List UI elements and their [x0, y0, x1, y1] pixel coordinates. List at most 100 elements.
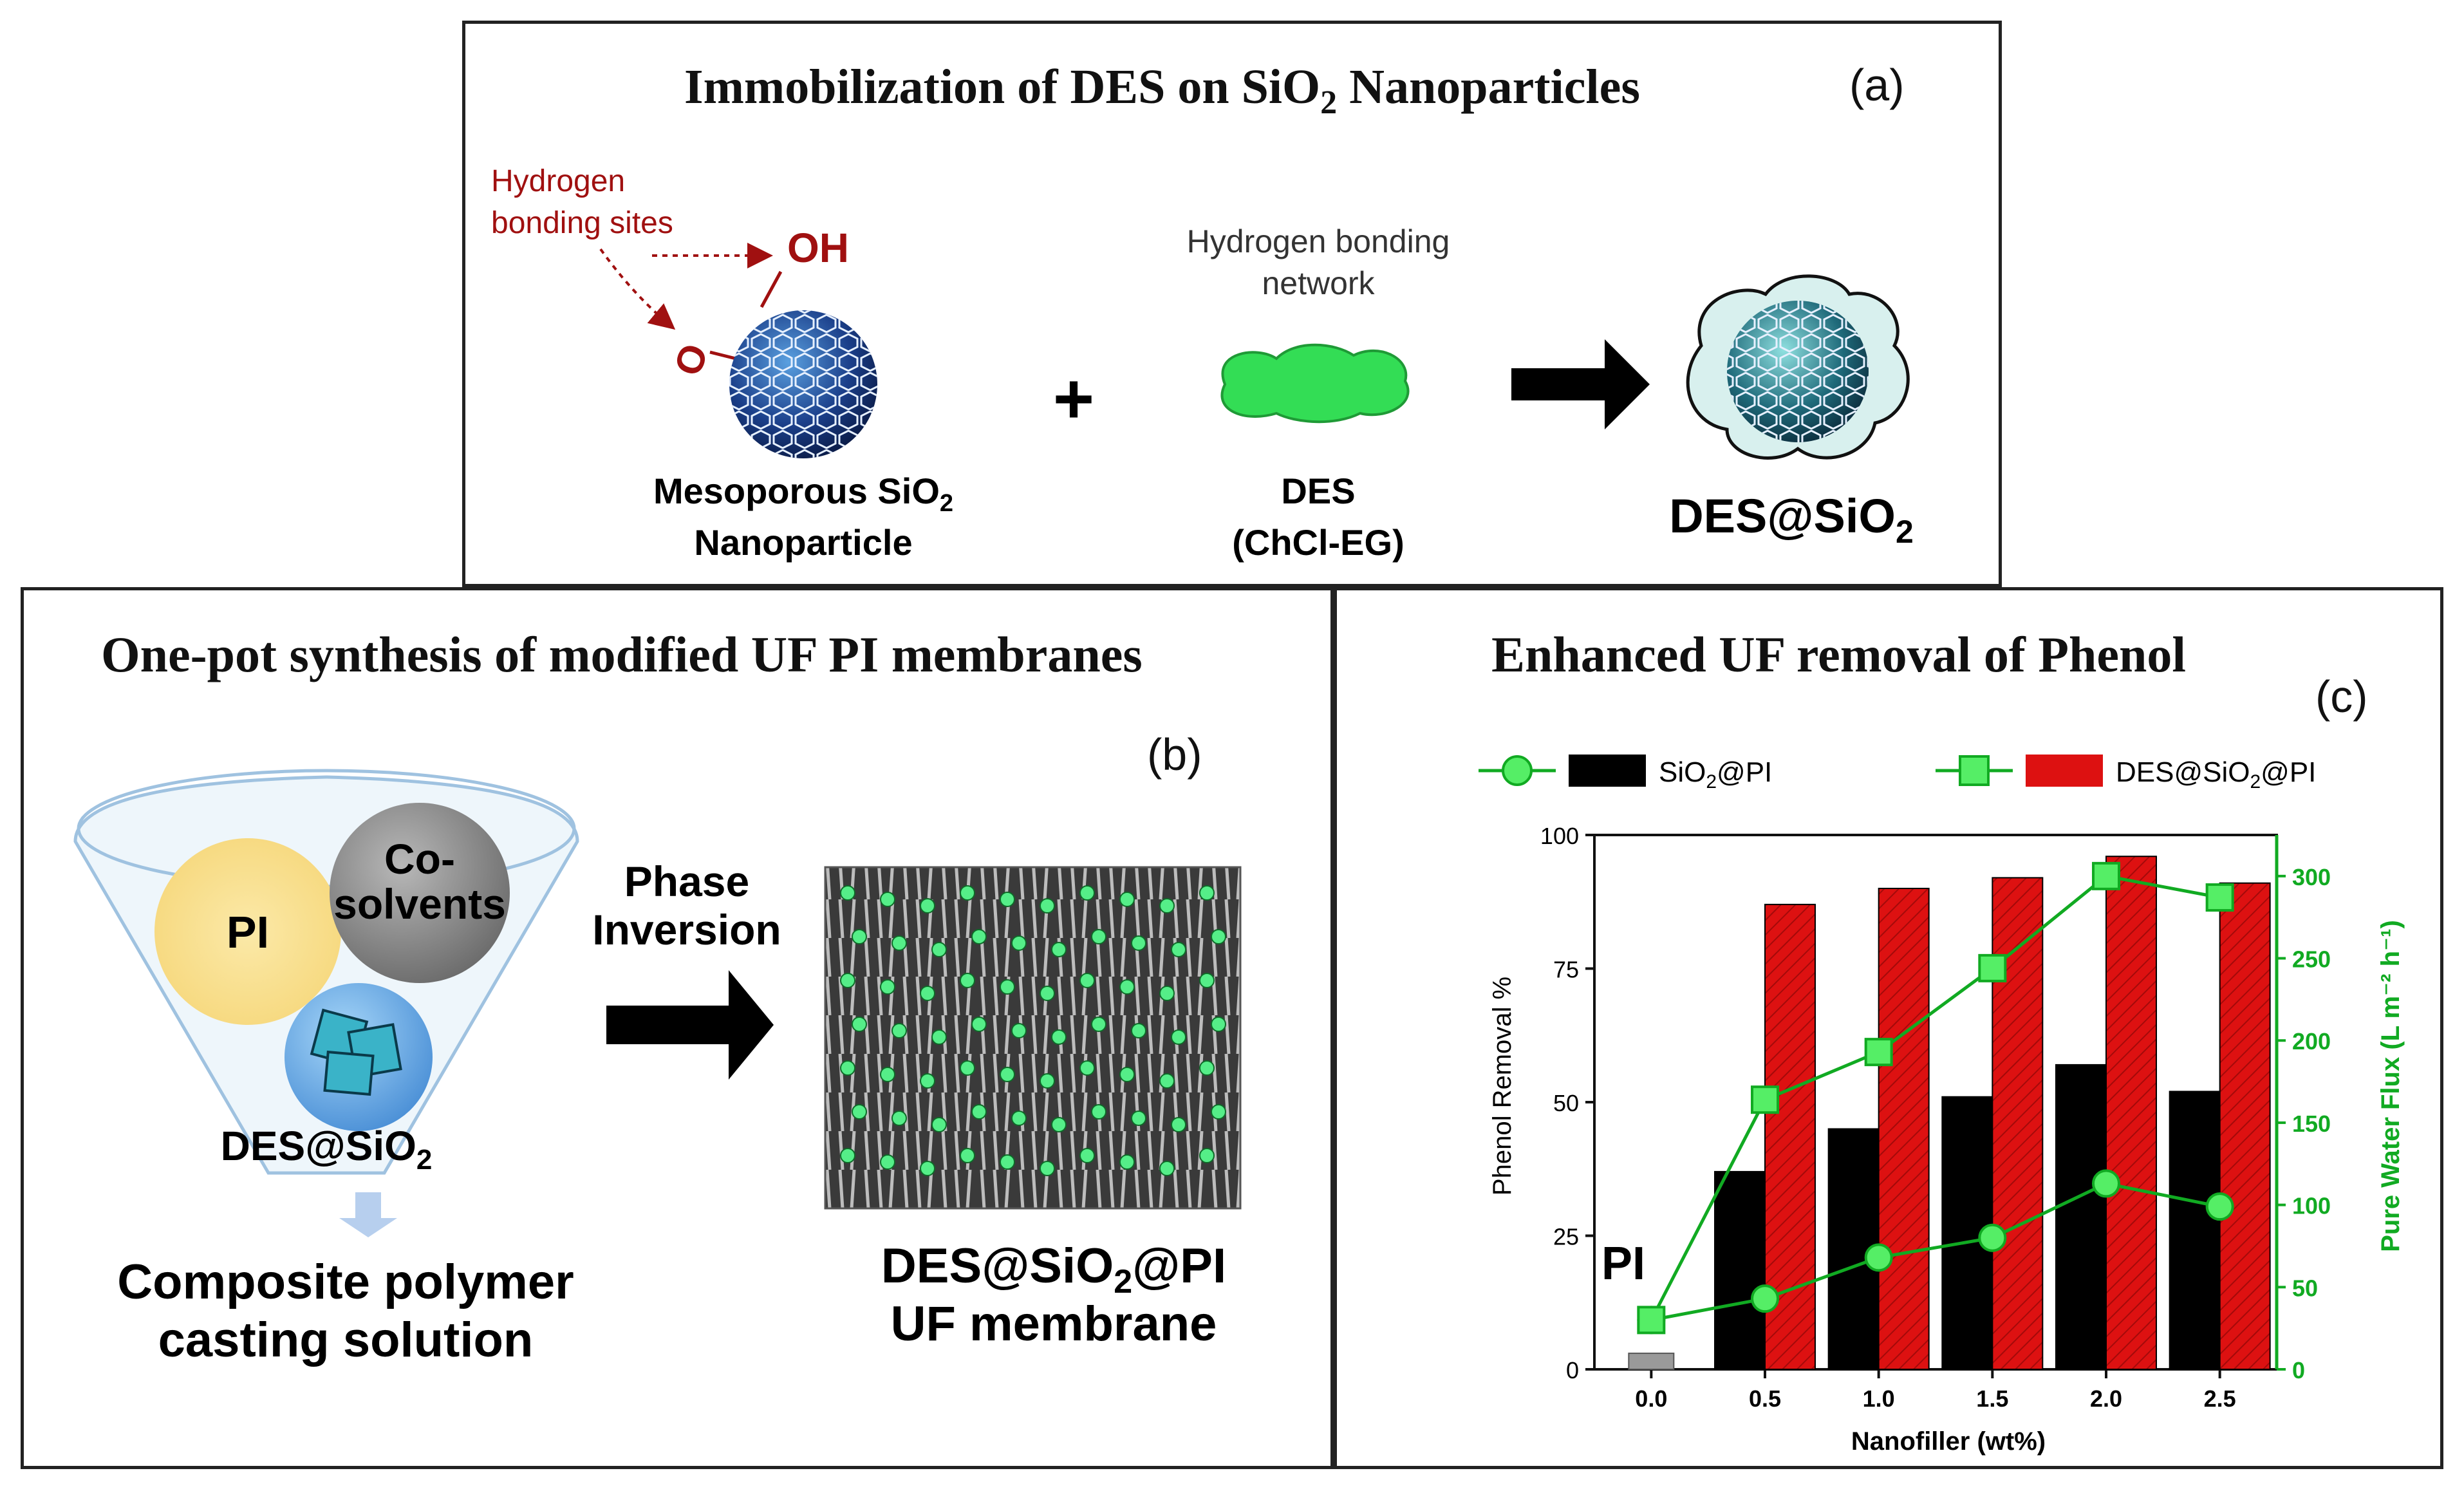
membrane-particle-dot — [920, 986, 935, 1001]
membrane-particle-dot — [920, 898, 935, 914]
panel-b-tag: (b) — [1147, 729, 1202, 780]
y-tick-label: 75 — [1553, 957, 1579, 983]
panel-b-title: One-pot synthesis of modified UF PI memb… — [101, 626, 1143, 682]
legend: SiO2@PI DES@SiO2@PI — [1479, 755, 2316, 792]
membrane-particle-dot — [1091, 929, 1106, 944]
funnel-pi-label: PI — [227, 907, 269, 957]
hb-arrow-to-o — [599, 248, 676, 330]
membrane-particle-dot — [852, 1104, 867, 1120]
membrane-particle-dot — [1159, 898, 1175, 914]
bond-line-o — [709, 350, 736, 361]
membrane-particle-dot — [1000, 1154, 1015, 1170]
panel-c: Enhanced UF removal of Phenol (c) SiO2@P… — [1334, 587, 2443, 1469]
flux-line-des-sio2-pi — [1650, 874, 2221, 1321]
panel-a: Immobilization of DES on SiO2 Nanopartic… — [462, 21, 2002, 587]
flux-point-circle — [2092, 1169, 2120, 1198]
membrane-particle-dot — [1119, 1154, 1135, 1170]
x-tick-label: 2.0 — [2090, 1385, 2122, 1412]
membrane-particle-dot — [1079, 885, 1095, 901]
membrane-particle-dot — [1079, 1060, 1095, 1076]
legend-sio2-label: SiO2@PI — [1659, 756, 1772, 792]
bar-sio2-pi — [2055, 1064, 2107, 1371]
phenol-removal-chart: SiO2@PI DES@SiO2@PI 02550751000501001502… — [1479, 755, 2405, 1456]
y2-tick-label: 150 — [2292, 1111, 2331, 1137]
flux-point-square — [1864, 1038, 1893, 1067]
plus-sign: + — [1053, 359, 1094, 438]
pi-circle-icon — [154, 838, 341, 1025]
flux-point-square — [1751, 1085, 1779, 1114]
membrane-particle-dot — [920, 1161, 935, 1176]
bar-sio2-pi — [2169, 1091, 2221, 1371]
membrane-particle-dot — [1040, 1161, 1055, 1176]
flux-line-sio2-pi — [1650, 1181, 2221, 1322]
legend-des-swatch — [2026, 755, 2103, 787]
flux-point-square — [1637, 1306, 1666, 1335]
y2-axis-label: Pure Water Flux (L m⁻² h⁻¹) — [2376, 920, 2405, 1252]
membrane-particle-dot — [880, 892, 895, 907]
membrane-particle-dot — [1000, 1067, 1015, 1082]
hb-sites-label-2: bonding sites — [491, 206, 673, 240]
membrane-particle-dot — [960, 885, 975, 901]
particle-label-1: Mesoporous SiO2 — [653, 471, 953, 517]
phase-arrow-icon — [606, 970, 774, 1080]
membrane-particle-dot — [1040, 898, 1055, 914]
x-axis-label: Nanofiller (wt%) — [1851, 1427, 2046, 1456]
membrane-particle-dot — [1011, 935, 1027, 951]
x-tick-label: 1.0 — [1863, 1385, 1895, 1412]
funnel-des-label: DES@SiO2 — [221, 1123, 433, 1176]
y2-tick-label: 250 — [2292, 946, 2331, 973]
casting-label-1: Composite polymer — [117, 1255, 574, 1309]
phase-label-1: Phase — [624, 858, 749, 905]
membrane-particle-dot — [1079, 1148, 1095, 1163]
membrane-particle-dot — [891, 1023, 907, 1038]
membrane-particle-dot — [931, 1029, 947, 1045]
membrane-particle-dot — [1199, 1060, 1215, 1076]
membrane-particle-dot — [1119, 1067, 1135, 1082]
cosolvent-circle-icon — [330, 803, 510, 983]
membrane-particle-dot — [1040, 1073, 1055, 1089]
membrane-particle-dot — [852, 929, 867, 944]
flux-point-square — [2092, 861, 2120, 890]
membrane-particle-dot — [1159, 1161, 1175, 1176]
phase-label-2: Inversion — [592, 906, 781, 953]
bar-des-sio2-pi — [1878, 888, 1930, 1370]
membrane-label-2: UF membrane — [891, 1297, 1217, 1351]
oh-label: OH — [787, 225, 849, 271]
network-label-1: Hydrogen bonding — [1187, 223, 1450, 259]
sio2-nanoparticle-icon — [729, 310, 877, 458]
hb-sites-label-1: Hydrogen — [491, 164, 625, 198]
membrane-particle-dot — [1131, 1111, 1146, 1126]
bond-line-oh — [760, 270, 783, 308]
membrane-particle-dot — [852, 1017, 867, 1032]
membrane-particle-dot — [1079, 973, 1095, 988]
membrane-particle-dot — [840, 885, 855, 901]
y-axis-label: Phenol Removal % — [1488, 977, 1517, 1196]
legend-des-label: DES@SiO2@PI — [2116, 756, 2316, 792]
funnel-cosolvents-label-2: solvents — [333, 880, 506, 928]
membrane-particle-dot — [1199, 885, 1215, 901]
legend-square-marker — [1959, 755, 1990, 786]
x-tick-label: 0.5 — [1749, 1385, 1781, 1412]
membrane-particle-dot — [1199, 1148, 1215, 1163]
membrane-particle-dot — [1040, 986, 1055, 1001]
flux-point-circle — [1978, 1223, 2007, 1252]
panel-c-title: Enhanced UF removal of Phenol — [1491, 626, 2187, 682]
flux-point-circle — [2205, 1192, 2234, 1221]
panel-b-illustration: PI Co- solvents DES@SiO2 Composite polym… — [73, 769, 1242, 1367]
membrane-particle-dot — [1119, 979, 1135, 995]
panel-a-tag: (a) — [1849, 60, 1905, 110]
membrane-particle-dot — [1211, 1017, 1226, 1032]
y-tick-label: 100 — [1540, 823, 1579, 849]
membrane-particle-dot — [971, 929, 987, 944]
membrane-particle-dot — [971, 1017, 987, 1032]
flux-point-square — [1978, 953, 2007, 982]
o-label: O — [666, 338, 716, 381]
membrane-particle-dot — [840, 1060, 855, 1076]
des-sio2-product-icon — [1686, 274, 1910, 460]
membrane-particle-dot — [1159, 1073, 1175, 1089]
membrane-particle-dot — [1131, 935, 1146, 951]
membrane-particle-dot — [931, 942, 947, 957]
membrane-particle-dot — [960, 1148, 975, 1163]
flux-point-square — [2205, 883, 2234, 912]
membrane-particle-dot — [1211, 1104, 1226, 1120]
